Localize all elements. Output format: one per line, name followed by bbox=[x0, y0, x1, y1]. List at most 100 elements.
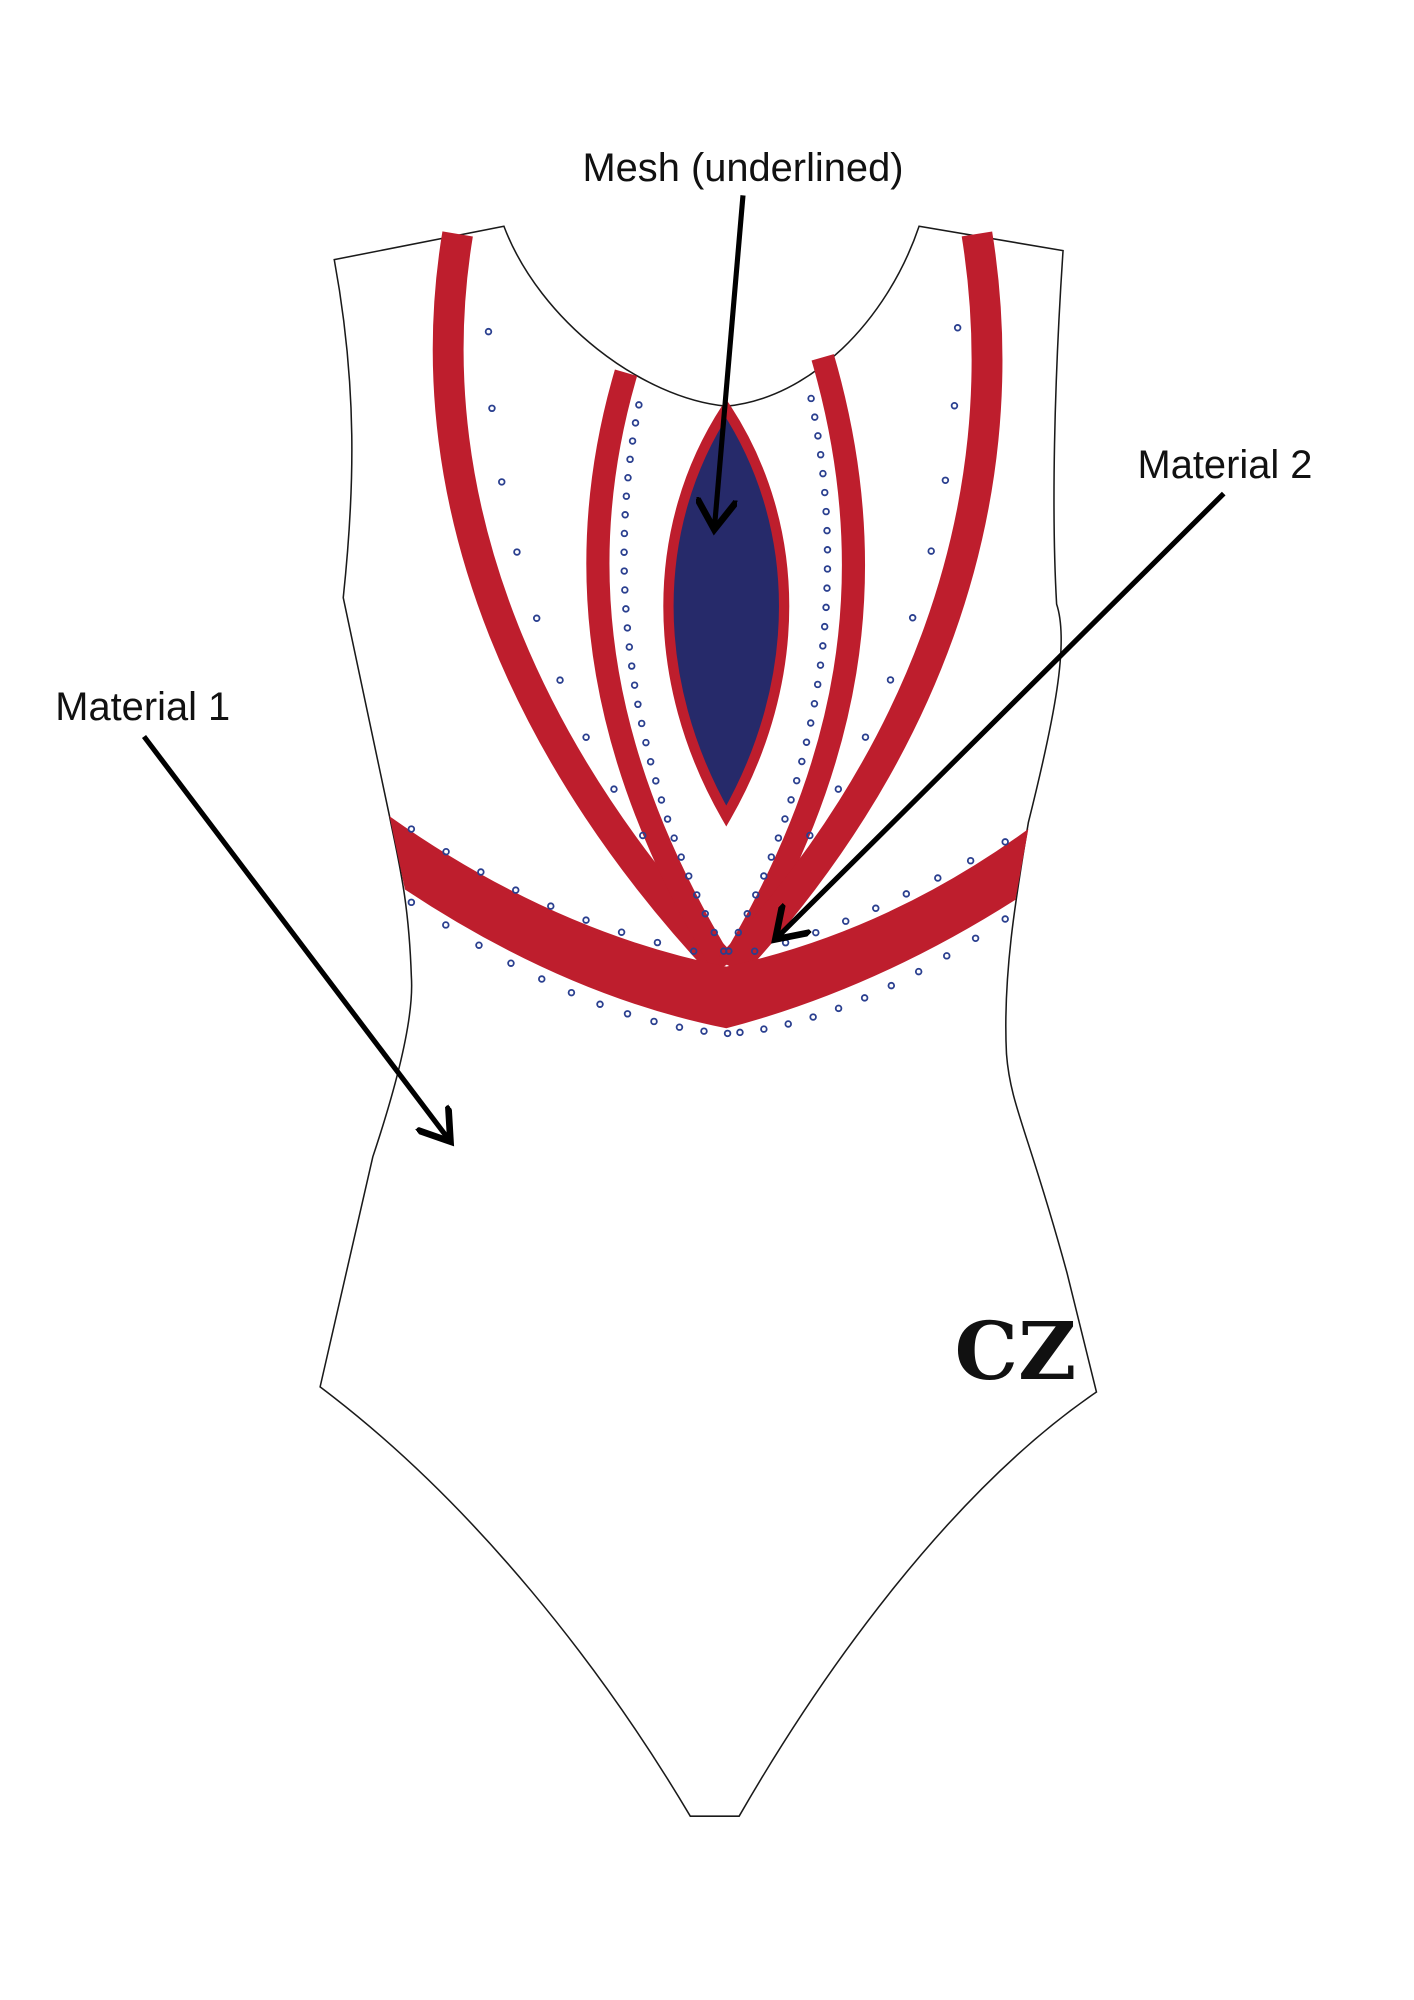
rhinestone-dot bbox=[635, 401, 643, 409]
rhinestone-dot bbox=[693, 891, 701, 899]
rhinestone-dot bbox=[507, 959, 515, 967]
rhinestone-dot bbox=[798, 757, 806, 766]
rhinestone-dot bbox=[872, 904, 880, 913]
rhinestone-dot bbox=[620, 548, 628, 556]
rhinestone-dot bbox=[637, 719, 646, 728]
rhinestone-dot bbox=[1001, 915, 1009, 923]
rhinestone-dot bbox=[1001, 838, 1009, 846]
rhinestone-dot bbox=[807, 394, 815, 403]
rhinestone-dot bbox=[941, 476, 950, 485]
rhinestone-dot bbox=[813, 680, 822, 689]
rhinestone-dot bbox=[816, 661, 825, 669]
rhinestone-dot bbox=[841, 917, 850, 925]
rhinestone-dot bbox=[610, 785, 618, 793]
rhinestone-dot bbox=[819, 469, 827, 478]
rhinestone-dot bbox=[822, 603, 830, 612]
waist-band bbox=[389, 816, 1029, 1029]
rhinestone-dot bbox=[621, 586, 629, 594]
rhinestone-dot bbox=[784, 1020, 792, 1028]
rhinestone-dot bbox=[622, 605, 630, 613]
rhinestone-dot bbox=[943, 952, 951, 960]
rhinestone-dot bbox=[663, 815, 672, 823]
stripe-inner-left bbox=[586, 369, 734, 973]
rhinestone-dot bbox=[752, 891, 760, 899]
rhinestone-dot bbox=[512, 886, 520, 894]
rhinestone-dot bbox=[934, 874, 942, 882]
rhinestone-dot bbox=[623, 624, 632, 632]
stripe-outer-left bbox=[432, 231, 735, 978]
rhinestone-dot bbox=[630, 681, 639, 689]
rhinestone-dot bbox=[582, 916, 590, 924]
rhinestone-dot bbox=[484, 327, 493, 336]
stripe-outer-right bbox=[718, 231, 1003, 978]
stripe-inner-right bbox=[720, 354, 866, 973]
label-mesh: Mesh (underlined) bbox=[582, 146, 903, 190]
rhinestone-dot bbox=[736, 1028, 744, 1037]
rhinestone-dot bbox=[810, 699, 819, 708]
rhinestone-dot bbox=[617, 928, 626, 936]
rhinestone-dot bbox=[556, 676, 564, 684]
rhinestones bbox=[407, 324, 1009, 1038]
arrow-material-1 bbox=[141, 734, 447, 1138]
rhinestone-dot bbox=[953, 324, 962, 332]
rhinestone-dot bbox=[806, 831, 814, 840]
rhinestone-dot bbox=[701, 910, 709, 918]
rhinestone-dot bbox=[498, 478, 506, 486]
rhinestone-dot bbox=[750, 947, 759, 955]
rhinestone-dot bbox=[725, 947, 733, 955]
rhinestone-dot bbox=[689, 947, 698, 955]
rhinestone-dot bbox=[822, 507, 830, 516]
rhinestone-dot bbox=[792, 776, 801, 785]
rhinestone-dot bbox=[774, 834, 783, 842]
rhinestone-dot bbox=[624, 473, 632, 482]
rhinestone-dot bbox=[820, 622, 829, 631]
rhinestone-dot bbox=[625, 643, 634, 651]
rhinestone-dot bbox=[631, 419, 640, 427]
rhinestone-dot bbox=[567, 988, 576, 997]
rhinestone-dot bbox=[914, 967, 923, 976]
rhinestone-dot bbox=[927, 547, 935, 555]
rhinestone-dot bbox=[823, 526, 831, 535]
rhinestone-dot bbox=[582, 733, 590, 741]
rhinestone-dot bbox=[819, 642, 827, 650]
rhinestone-dot bbox=[902, 890, 911, 898]
rhinestone-dot bbox=[628, 437, 637, 445]
brand-logo: CZ bbox=[955, 1304, 1077, 1398]
rhinestone-dot bbox=[823, 546, 832, 554]
rhinestone-dot bbox=[710, 928, 718, 937]
rhinestone-dot bbox=[834, 785, 843, 793]
rhinestone-dot bbox=[620, 529, 629, 538]
rhinestone-dot bbox=[811, 413, 819, 421]
rhinestone-dot bbox=[861, 733, 870, 741]
rhinestone-dot bbox=[475, 941, 483, 949]
rhinestone-dot bbox=[639, 831, 647, 840]
rhinestone-dot bbox=[886, 676, 895, 684]
arrow-material-2 bbox=[779, 491, 1226, 936]
rhinestone-dot bbox=[950, 401, 959, 410]
rhinestone-dot bbox=[834, 1004, 843, 1013]
rhinestone-dot bbox=[532, 614, 541, 622]
rhinestone-dot bbox=[760, 1025, 768, 1033]
rhinestone-dot bbox=[442, 921, 450, 929]
label-material-1: Material 1 bbox=[55, 685, 230, 729]
rhinestone-dot bbox=[677, 853, 685, 861]
rhinestone-dot bbox=[652, 777, 660, 785]
rhinestone-dot bbox=[700, 1027, 708, 1035]
rhinestone-dot bbox=[908, 614, 917, 622]
rhinestone-dot bbox=[966, 856, 975, 865]
rhinestone-dot bbox=[488, 404, 496, 413]
rhinestone-dot bbox=[887, 981, 896, 990]
rhinestone-dot bbox=[657, 796, 666, 804]
red-stripes bbox=[432, 231, 1003, 978]
rhinestone-dot bbox=[442, 847, 450, 856]
rhinestone-dot bbox=[626, 455, 634, 464]
rhinestone-dot bbox=[823, 565, 832, 573]
rhinestone-dot bbox=[642, 738, 650, 747]
rhinestone-dot bbox=[812, 928, 820, 937]
rhinestone-dot bbox=[821, 488, 829, 497]
rhinestone-dot bbox=[513, 548, 521, 556]
rhinestone-dot bbox=[823, 584, 831, 592]
rhinestone-dot bbox=[816, 450, 825, 459]
rhinestone-dot bbox=[634, 700, 642, 709]
